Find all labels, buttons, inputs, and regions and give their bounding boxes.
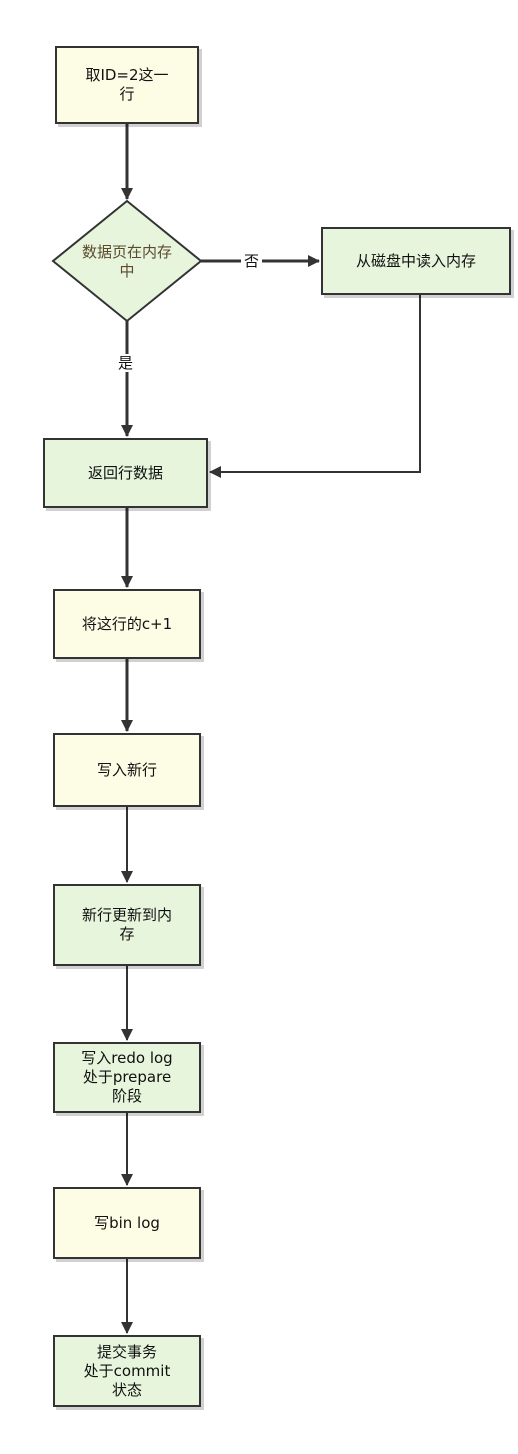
decision-in-memory-label: 数据页在内存 中 [81, 243, 172, 280]
node-write-row-label: 写入新行 [96, 760, 157, 779]
node-return-row-label: 返回行数据 [87, 463, 163, 482]
node-fetch-row-label: 取ID=2这一 行 [85, 66, 169, 103]
edge-label-no: 否 [241, 252, 263, 270]
edge-label-yes: 是 [115, 354, 137, 372]
node-write-row: 写入新行 [53, 733, 201, 807]
node-commit-label: 提交事务 处于commit 状态 [83, 1342, 171, 1399]
node-write-binlog: 写bin log [53, 1187, 201, 1259]
node-return-row: 返回行数据 [43, 438, 208, 508]
node-redo-prepare-label: 写入redo log 处于prepare 阶段 [81, 1049, 173, 1105]
node-commit: 提交事务 处于commit 状态 [53, 1335, 201, 1407]
node-write-binlog-label: 写bin log [94, 1213, 160, 1232]
node-update-memory-label: 新行更新到内 存 [81, 906, 172, 943]
node-increment-label: 将这行的c+1 [81, 614, 173, 633]
node-increment: 将这行的c+1 [53, 589, 201, 659]
node-update-memory: 新行更新到内 存 [53, 884, 201, 966]
node-read-disk-label: 从磁盘中读入内存 [355, 251, 476, 270]
node-fetch-row: 取ID=2这一 行 [55, 46, 199, 124]
edge-disk-to-return [209, 295, 421, 478]
node-read-disk: 从磁盘中读入内存 [321, 227, 511, 295]
node-redo-prepare: 写入redo log 处于prepare 阶段 [53, 1042, 201, 1113]
